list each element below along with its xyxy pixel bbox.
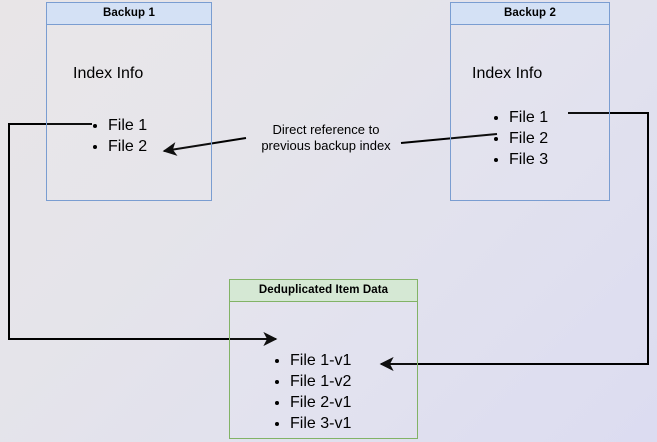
backup-1-header: Backup 1 [47, 3, 211, 25]
backup-1-file-list: File 1 File 2 [92, 115, 147, 157]
list-item: File 1-v1 [290, 350, 351, 371]
backup-2-header: Backup 2 [451, 3, 609, 25]
deduplicated-item-data-box[interactable]: Deduplicated Item Data File 1-v1 File 1-… [229, 279, 418, 439]
list-item: File 2 [108, 136, 147, 157]
backup-2-box[interactable]: Backup 2 Index Info File 1 File 2 File 3 [450, 2, 610, 201]
list-item: File 2 [509, 128, 548, 149]
backup-2-body: Index Info File 1 File 2 File 3 [451, 25, 609, 200]
list-item: File 1-v2 [290, 371, 351, 392]
backup-1-body: Index Info File 1 File 2 [47, 25, 211, 200]
direct-reference-caption: Direct reference to previous backup inde… [251, 122, 401, 154]
caption-line-2: previous backup index [261, 138, 391, 153]
deduplicated-item-data-body: File 1-v1 File 1-v2 File 2-v1 File 3-v1 [230, 302, 417, 438]
list-item: File 1 [108, 115, 147, 136]
backup-2-file-list: File 1 File 2 File 3 [493, 107, 548, 170]
list-item: File 3-v1 [290, 413, 351, 434]
backup-1-box[interactable]: Backup 1 Index Info File 1 File 2 [46, 2, 212, 201]
list-item: File 1 [509, 107, 548, 128]
deduplicated-item-data-header: Deduplicated Item Data [230, 280, 417, 302]
list-item: File 2-v1 [290, 392, 351, 413]
backup-1-index-label: Index Info [73, 65, 144, 82]
dedup-file-list: File 1-v1 File 1-v2 File 2-v1 File 3-v1 [274, 350, 351, 434]
backup-2-index-label: Index Info [472, 65, 543, 82]
caption-line-1: Direct reference to [272, 122, 380, 137]
list-item: File 3 [509, 149, 548, 170]
